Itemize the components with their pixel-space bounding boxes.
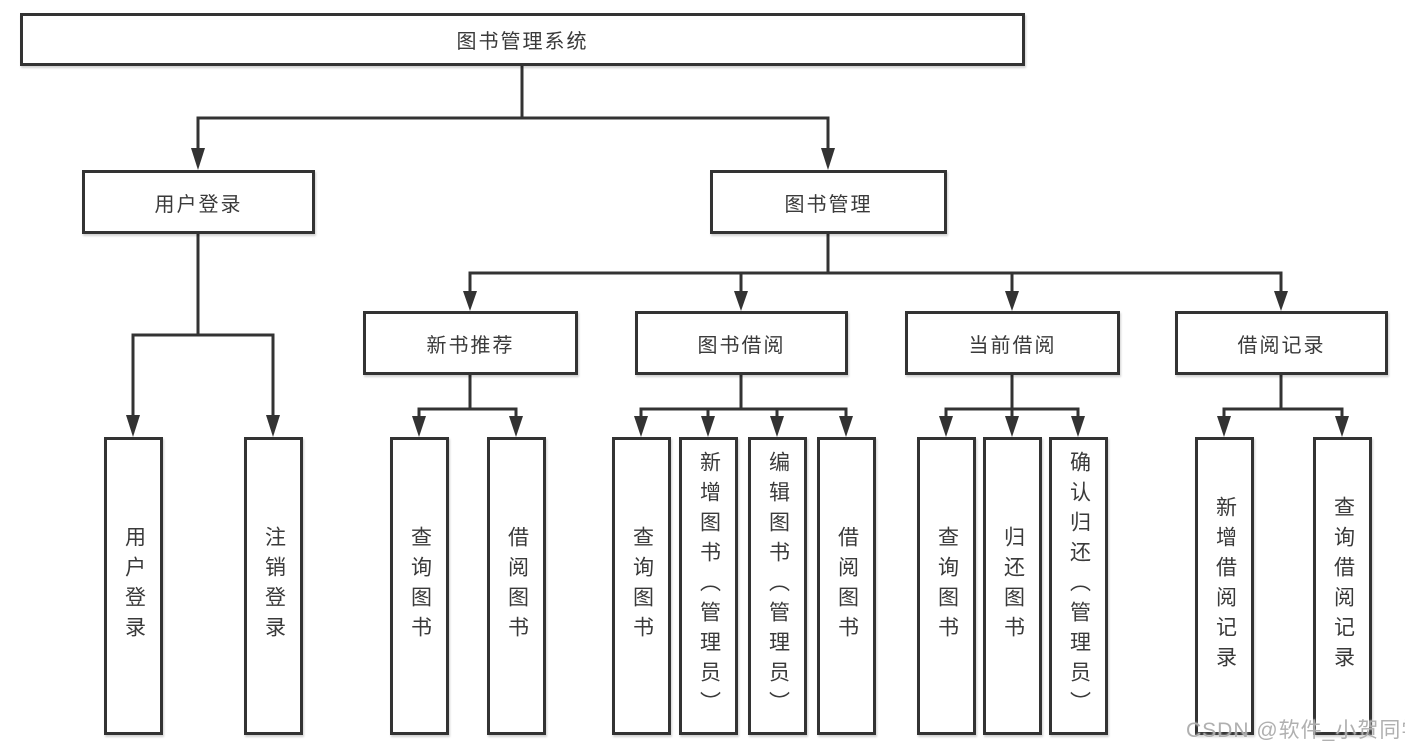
- leaf-query-books-borrow: 查询图书: [612, 437, 671, 735]
- node-new-book-recommend: 新书推荐: [363, 311, 578, 375]
- leaf-borrow-books: 借阅图书: [817, 437, 876, 735]
- leaf-return-books: 归还图书: [983, 437, 1042, 735]
- node-borrow-records: 借阅记录: [1175, 311, 1388, 375]
- leaf-logout: 注销登录: [244, 437, 303, 735]
- leaf-confirm-return-admin: 确认归还（管理员）: [1049, 437, 1108, 735]
- node-current-borrow: 当前借阅: [905, 311, 1120, 375]
- leaf-borrow-books-recommend: 借阅图书: [487, 437, 546, 735]
- leaf-query-borrow-record: 查询借阅记录: [1313, 437, 1372, 735]
- leaf-query-books-recommend: 查询图书: [390, 437, 449, 735]
- leaf-add-borrow-record: 新增借阅记录: [1195, 437, 1254, 735]
- node-root-library-system: 图书管理系统: [20, 13, 1025, 66]
- leaf-add-books-admin: 新增图书（管理员）: [679, 437, 738, 735]
- leaf-edit-books-admin: 编辑图书（管理员）: [748, 437, 807, 735]
- leaf-user-login: 用户登录: [104, 437, 163, 735]
- node-book-management: 图书管理: [710, 170, 947, 234]
- node-user-login: 用户登录: [82, 170, 315, 234]
- leaf-query-books-current: 查询图书: [917, 437, 976, 735]
- node-book-borrow: 图书借阅: [635, 311, 848, 375]
- csdn-watermark: CSDN @软件_小贺同学: [1186, 719, 1405, 742]
